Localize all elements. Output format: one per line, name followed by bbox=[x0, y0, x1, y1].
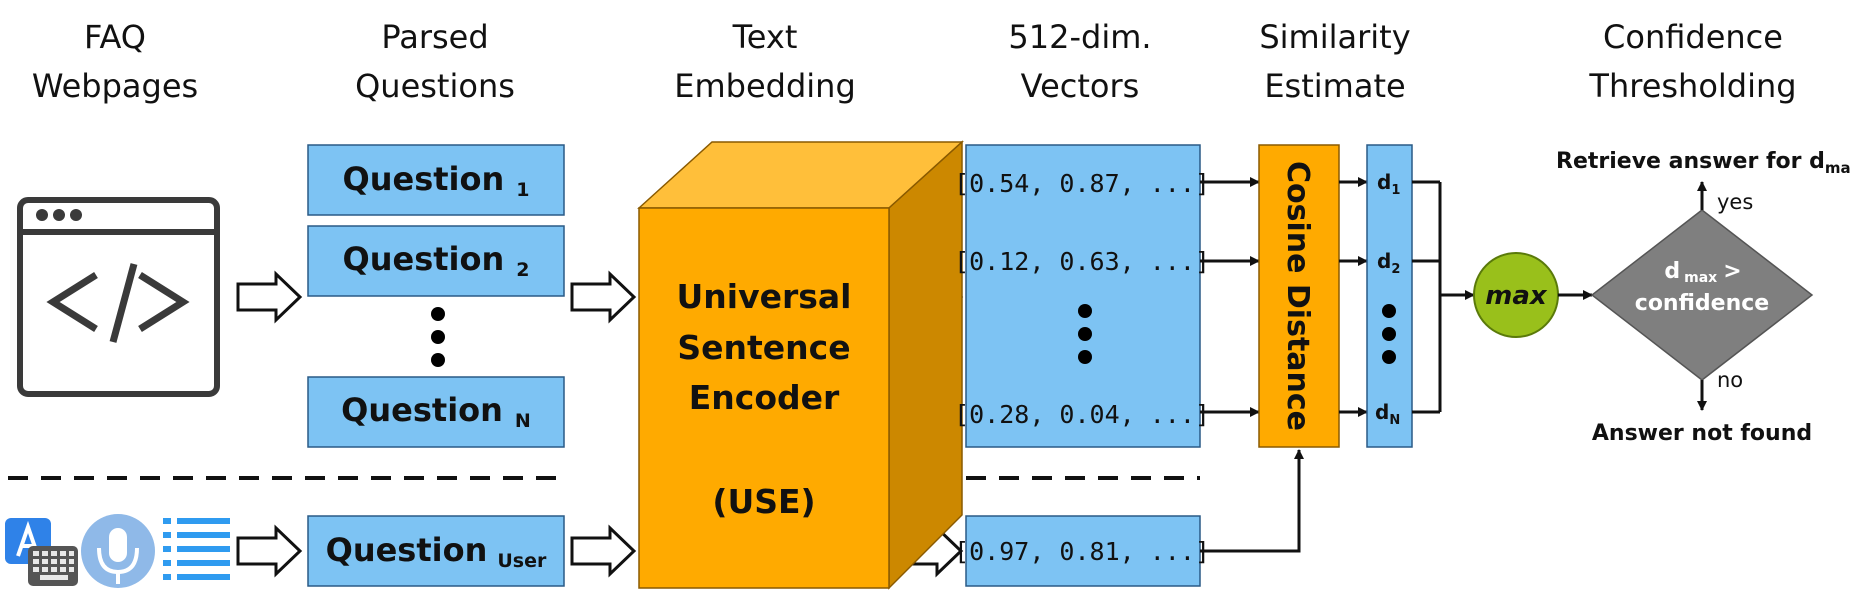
vector-dot-2 bbox=[1078, 327, 1092, 341]
distance-dot-2 bbox=[1382, 327, 1396, 341]
header-similarity-estimate: Similarity Estimate bbox=[1259, 18, 1410, 105]
browser-code-icon bbox=[17, 197, 220, 397]
question-n-label: Question bbox=[341, 391, 503, 429]
cosine-distance-label: Cosine Distance bbox=[1280, 161, 1315, 431]
question-n-subscript: N bbox=[515, 410, 531, 432]
header-embedding-line1: Text bbox=[732, 18, 798, 56]
vector-2: [0.12, 0.63, ...] bbox=[954, 247, 1210, 276]
encoder-line3: Encoder bbox=[689, 378, 840, 417]
block-arrow-user-2 bbox=[570, 524, 637, 578]
translate-keyboard-icon bbox=[5, 518, 78, 586]
question-1-subscript: 1 bbox=[516, 179, 529, 201]
block-arrow-2 bbox=[570, 270, 637, 324]
question-n-box: Question N bbox=[307, 376, 565, 448]
svg-text:dN: dN bbox=[1375, 400, 1400, 428]
answer-not-found-text: Answer not found bbox=[1592, 421, 1812, 446]
header-vectors-line1: 512-dim. bbox=[1008, 18, 1151, 56]
vector-1: [0.54, 0.87, ...] bbox=[954, 169, 1210, 198]
max-label: max bbox=[1485, 281, 1548, 311]
question-user-box: Question User bbox=[307, 515, 565, 587]
retrieve-answer-subscript: max bbox=[1825, 159, 1850, 177]
question-1-box: Question 1 bbox=[307, 144, 565, 216]
block-arrow-user-1 bbox=[236, 524, 303, 578]
svg-text:Question N: Question N bbox=[341, 391, 531, 432]
vector-n: [0.28, 0.04, ...] bbox=[954, 400, 1210, 429]
header-parsed-questions: Parsed Questions bbox=[355, 18, 515, 105]
distance-n-label: d bbox=[1375, 400, 1389, 424]
distance-dot-3 bbox=[1382, 350, 1396, 364]
yes-label: yes bbox=[1717, 190, 1753, 214]
merge-connector bbox=[1412, 180, 1475, 414]
header-confidence-line1: Confidence bbox=[1603, 18, 1783, 56]
header-confidence-line2: Thresholding bbox=[1588, 67, 1796, 105]
header-faq-line1: FAQ bbox=[84, 18, 146, 56]
decision-confidence-label: confidence bbox=[1635, 291, 1769, 316]
header-vectors-line2: Vectors bbox=[1021, 67, 1140, 105]
retrieve-answer-main: Retrieve answer for d bbox=[1556, 149, 1825, 174]
question-user-label: Question bbox=[326, 531, 488, 569]
cosine-distance-box: Cosine Distance bbox=[1258, 144, 1340, 448]
header-similarity-line2: Estimate bbox=[1264, 67, 1405, 105]
svg-text:d2: d2 bbox=[1377, 249, 1400, 277]
question-2-label: Question bbox=[343, 240, 505, 278]
header-parsed-line1: Parsed bbox=[381, 18, 488, 56]
distance-n-subscript: N bbox=[1389, 413, 1400, 428]
header-confidence-thresholding: Confidence Thresholding bbox=[1588, 18, 1796, 105]
microphone-icon bbox=[81, 514, 155, 588]
block-arrow-1 bbox=[236, 270, 303, 324]
decision-max-subscript: max bbox=[1684, 270, 1717, 286]
encoder-line1: Universal bbox=[677, 277, 852, 316]
universal-sentence-encoder-block: Universal Sentence Encoder (USE) bbox=[637, 140, 964, 590]
vector-dot-1 bbox=[1078, 304, 1092, 318]
question-2-box: Question 2 bbox=[307, 225, 565, 297]
svg-text:Question 1: Question 1 bbox=[343, 160, 530, 201]
header-text-embedding: Text Embedding bbox=[674, 18, 856, 105]
arrow-user-cosine bbox=[1200, 449, 1304, 553]
header-faq-line2: Webpages bbox=[32, 67, 198, 105]
question-1-label: Question bbox=[343, 160, 505, 198]
header-similarity-line1: Similarity bbox=[1259, 18, 1410, 56]
vector-user: [0.97, 0.81, ...] bbox=[954, 537, 1210, 566]
question-ellipsis-dots bbox=[431, 307, 445, 367]
question-2-subscript: 2 bbox=[516, 259, 529, 281]
distances-box: d1 d2 dN bbox=[1366, 144, 1413, 448]
distance-1-label: d bbox=[1377, 170, 1391, 194]
header-embedding-line2: Embedding bbox=[674, 67, 856, 105]
header-faq-webpages: FAQ Webpages bbox=[32, 18, 198, 105]
encoder-line2: Sentence bbox=[677, 328, 850, 367]
distance-2-label: d bbox=[1377, 249, 1391, 273]
vectors-box: [0.54, 0.87, ...] [0.12, 0.63, ...] [0.2… bbox=[954, 144, 1210, 448]
svg-text:Question 2: Question 2 bbox=[343, 240, 530, 281]
no-label: no bbox=[1717, 368, 1743, 392]
distance-2-subscript: 2 bbox=[1391, 262, 1400, 277]
header-512-dim-vectors: 512-dim. Vectors bbox=[1008, 18, 1151, 105]
question-user-subscript: User bbox=[497, 550, 547, 572]
vector-dot-3 bbox=[1078, 350, 1092, 364]
max-node: max bbox=[1473, 252, 1559, 338]
encoder-line4: (USE) bbox=[712, 482, 815, 521]
header-parsed-line2: Questions bbox=[355, 67, 515, 105]
svg-text:d1: d1 bbox=[1377, 170, 1400, 198]
distance-dot-1 bbox=[1382, 304, 1396, 318]
svg-text:Question User: Question User bbox=[326, 531, 547, 572]
decision-operator: > bbox=[1723, 259, 1741, 284]
vector-user-box: [0.97, 0.81, ...] bbox=[954, 515, 1210, 587]
decision-d-label: d bbox=[1664, 259, 1680, 284]
list-icon bbox=[163, 518, 230, 580]
distance-1-subscript: 1 bbox=[1391, 183, 1400, 198]
